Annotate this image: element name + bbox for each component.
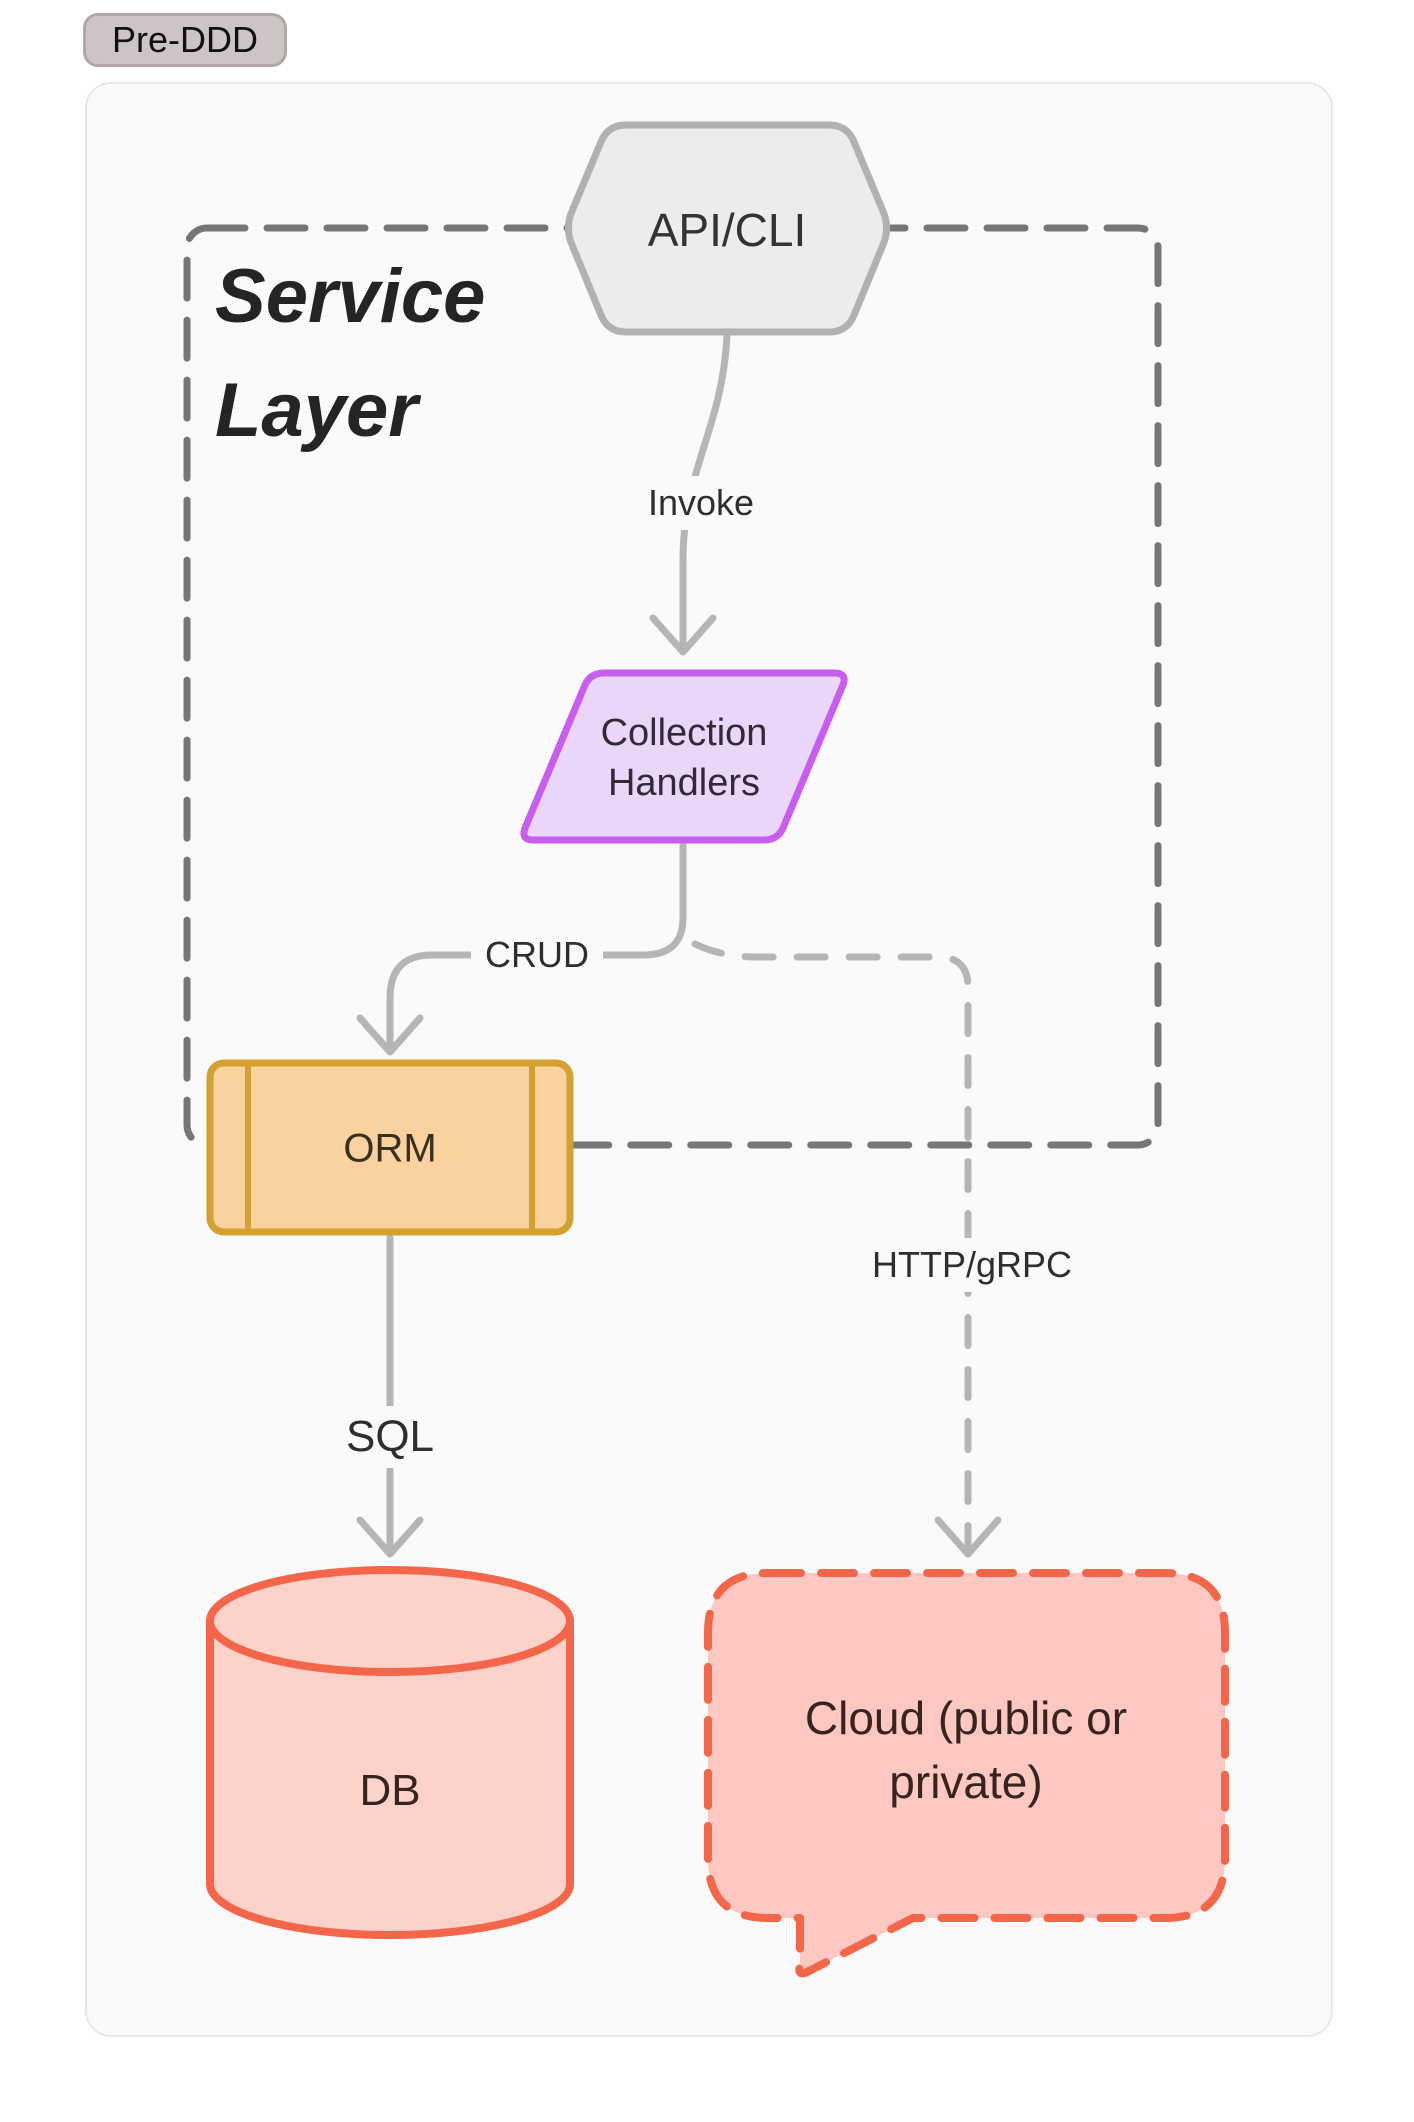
api-cli-node-label: API/CLI — [647, 204, 807, 256]
edge-http-grpc-label: HTTP/gRPC — [857, 1238, 1087, 1292]
edge-http-grpc-line — [691, 940, 972, 1549]
service-layer-boundary — [183, 224, 1162, 1149]
collection-handlers-node-label: Collection Handlers — [601, 708, 768, 808]
service-layer-title-line1: Service — [215, 254, 486, 339]
pre-ddd-badge-label: Pre-DDD — [112, 19, 259, 60]
db-node-label: DB — [359, 1766, 421, 1815]
api-cli-hexagon-shape — [564, 121, 891, 336]
service-layer-title: Service Layer — [215, 240, 485, 468]
edge-invoke-line — [679, 332, 731, 654]
cloud-speech-bubble-shape — [704, 1569, 1229, 1978]
collection-handlers-label-line1: Collection — [600, 712, 768, 754]
edge-invoke-arrowhead-icon — [649, 614, 717, 656]
edge-invoke-label: Invoke — [633, 476, 769, 530]
orm-box-shape — [206, 1059, 574, 1236]
edge-http-grpc-arrowhead-icon — [934, 1516, 1002, 1558]
edge-sql-label: SQL — [331, 1406, 449, 1468]
collection-handlers-label-line2: Handlers — [607, 762, 761, 804]
service-layer-title-line2: Layer — [215, 368, 418, 453]
cloud-label-line2: private) — [889, 1756, 1043, 1808]
cloud-node-label: Cloud (public or private) — [805, 1686, 1127, 1814]
edge-crud-label: CRUD — [471, 928, 603, 982]
edge-crud-arrowhead-icon — [356, 1014, 424, 1056]
pre-ddd-badge: Pre-DDD — [83, 13, 288, 67]
db-cylinder-top-shape — [206, 1566, 574, 1676]
cloud-label-line1: Cloud (public or — [804, 1692, 1128, 1744]
edge-sql-arrowhead-icon — [356, 1516, 424, 1558]
db-cylinder-body-shape — [206, 1621, 574, 1939]
collection-handlers-parallelogram-shape — [520, 669, 848, 844]
orm-node-label: ORM — [343, 1126, 437, 1171]
